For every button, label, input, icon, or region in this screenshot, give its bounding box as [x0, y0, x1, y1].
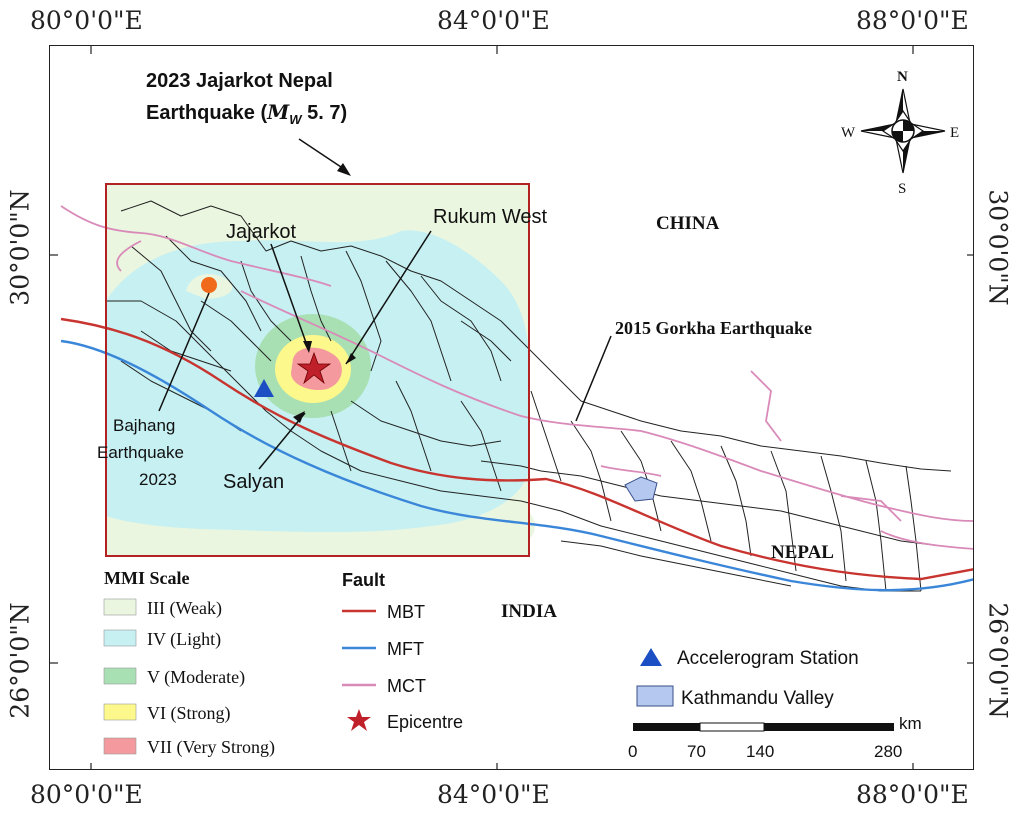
svg-text:E: E	[950, 125, 959, 141]
leader-lines	[158, 138, 612, 470]
lat-label-right-26: 26°0'0"N	[983, 602, 1013, 719]
lat-label-left-26: 26°0'0"N	[5, 602, 35, 719]
svg-text:S: S	[898, 181, 906, 197]
legend-epicentre-icon	[347, 709, 371, 731]
label-china: CHINA	[656, 213, 720, 234]
label-bajhang-3: 2023	[139, 470, 177, 489]
north-arrow-icon: N S E W	[841, 69, 959, 197]
svg-text:140: 140	[746, 742, 774, 761]
map-frame: 2023 Jajarkot Nepal Earthquake (MW 5. 7)…	[49, 45, 974, 770]
study-area-box	[105, 183, 530, 557]
label-gorkha: 2015 Gorkha Earthquake	[615, 318, 812, 338]
svg-text:VI (Strong): VI (Strong)	[147, 703, 231, 724]
svg-text:MFT: MFT	[387, 639, 424, 659]
svg-text:70: 70	[687, 742, 706, 761]
label-rukum-west: Rukum West	[433, 206, 548, 228]
label-india: INDIA	[501, 601, 557, 622]
svg-text:MMI Scale: MMI Scale	[104, 568, 189, 588]
lon-label-top-88: 88°0'0"E	[856, 6, 969, 35]
accelerogram-station-icon	[254, 379, 274, 397]
lat-label-left-30: 30°0'0"N	[5, 189, 35, 306]
mmi-legend: MMI Scale III (Weak) IV (Light) V (Moder…	[103, 568, 275, 758]
svg-text:III (Weak): III (Weak)	[147, 598, 222, 619]
epicentre-star-icon	[296, 351, 332, 385]
bajhang-epicentre-dot	[201, 277, 217, 293]
title-line1: 2023 Jajarkot Nepal	[146, 70, 333, 92]
fault-mbt-line	[60, 317, 973, 581]
lat-label-right-30: 30°0'0"N	[983, 189, 1013, 306]
label-bajhang-2: Earthquake	[97, 443, 184, 462]
lon-label-top-84: 84°0'0"E	[437, 6, 550, 35]
lon-label-bottom-84: 84°0'0"E	[437, 780, 550, 809]
svg-text:Kathmandu Valley: Kathmandu Valley	[681, 688, 834, 709]
svg-text:280: 280	[874, 742, 902, 761]
district-boundaries	[106, 200, 952, 592]
fault-mct-line	[60, 205, 973, 550]
label-jajarkot: Jajarkot	[226, 221, 296, 243]
fault-mft-line	[60, 339, 973, 592]
scale-bar: km 0 70 140 280	[628, 714, 922, 761]
title-line2: Earthquake (MW 5. 7)	[146, 100, 347, 127]
svg-text:IV (Light): IV (Light)	[147, 629, 221, 650]
svg-text:MBT: MBT	[387, 602, 425, 622]
fault-legend: Fault MBT MFT MCT Epicentre	[342, 570, 463, 732]
graticule-ticks	[50, 46, 973, 769]
svg-text:MCT: MCT	[387, 676, 426, 696]
lon-label-top-80: 80°0'0"E	[30, 6, 143, 35]
svg-text:V (Moderate): V (Moderate)	[147, 667, 245, 688]
svg-text:W: W	[841, 125, 856, 141]
map-canvas: 2023 Jajarkot Nepal Earthquake (MW 5. 7)…	[50, 46, 973, 769]
svg-text:km: km	[899, 714, 922, 733]
svg-text:0: 0	[628, 742, 637, 761]
svg-text:Fault: Fault	[342, 570, 385, 590]
kathmandu-valley-shape	[624, 476, 658, 502]
svg-text:Epicentre: Epicentre	[387, 712, 463, 732]
lon-label-bottom-80: 80°0'0"E	[30, 780, 143, 809]
lon-label-bottom-88: 88°0'0"E	[856, 780, 969, 809]
label-nepal: NEPAL	[771, 542, 834, 563]
svg-text:Accelerogram Station: Accelerogram Station	[677, 648, 859, 669]
svg-text:N: N	[897, 69, 908, 85]
svg-text:VII (Very Strong): VII (Very Strong)	[147, 737, 275, 758]
station-legend: Accelerogram Station Kathmandu Valley	[636, 648, 859, 709]
label-bajhang-1: Bajhang	[113, 416, 175, 435]
label-salyan: Salyan	[223, 471, 284, 493]
